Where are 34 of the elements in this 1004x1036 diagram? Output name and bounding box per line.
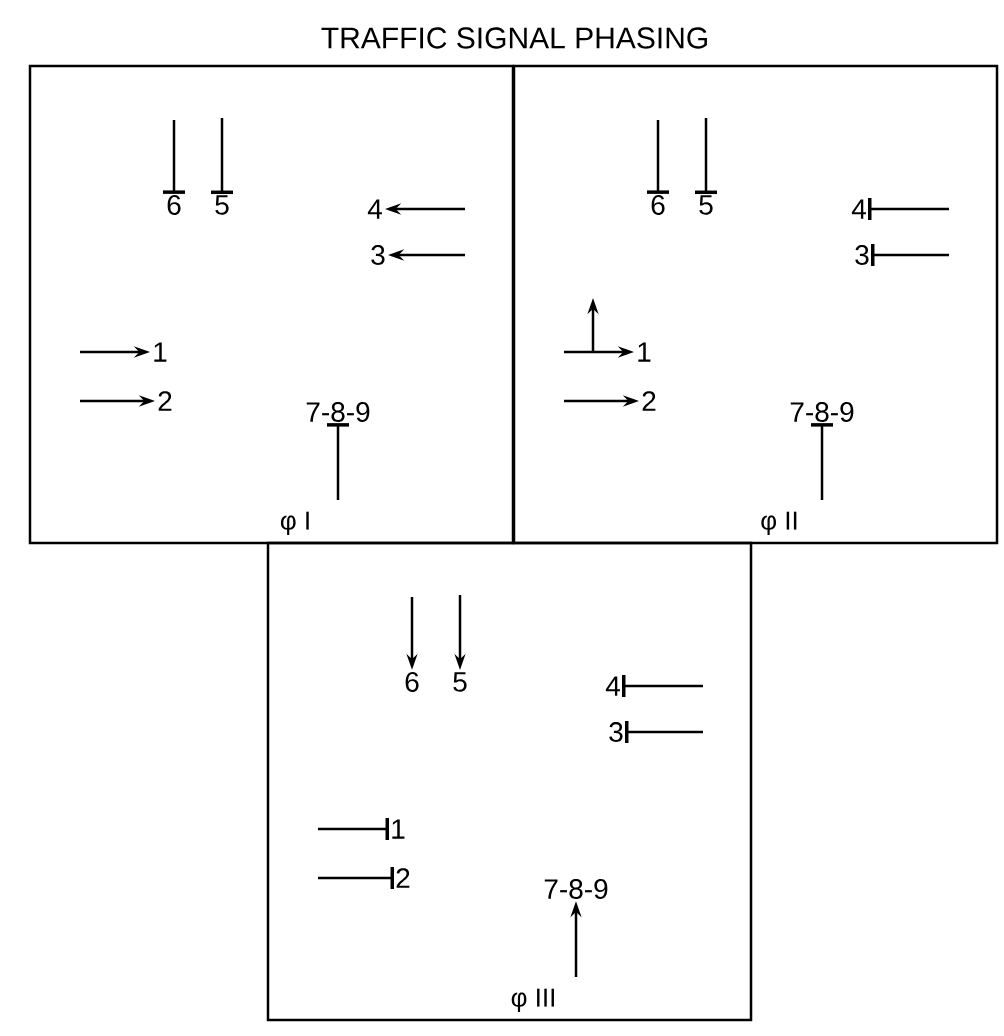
stop-bar-line — [327, 423, 349, 500]
movement-number: 6 — [167, 195, 181, 215]
stop-bar-line — [647, 120, 669, 194]
movement-number: 3 — [371, 245, 385, 265]
movement-number: 4 — [851, 199, 866, 219]
movement-number: 7-8-9 — [544, 879, 608, 899]
movement-number: 5 — [699, 195, 713, 215]
stop-bar-line — [625, 721, 703, 743]
movement-number: 2 — [642, 391, 656, 411]
stop-bar-line — [318, 818, 390, 840]
movement-number: 2 — [158, 391, 172, 411]
movement-number: 6 — [651, 195, 665, 215]
movement-number: 2 — [396, 868, 410, 888]
movement-number: 3 — [855, 245, 869, 265]
movement-number: 7-8-9 — [306, 402, 370, 422]
stop-bar-line — [163, 120, 185, 194]
title: TRAFFIC SIGNAL PHASING — [321, 27, 707, 49]
stop-bar-line — [211, 118, 233, 195]
movement-number: 5 — [453, 672, 467, 692]
movement-number: 1 — [638, 342, 651, 362]
stop-bar-line — [695, 118, 717, 195]
movement-number: 1 — [154, 342, 167, 362]
stop-bar-line — [622, 675, 703, 697]
movement-number: 4 — [605, 676, 620, 696]
stop-bar-line — [318, 867, 394, 889]
movement-number: 3 — [609, 722, 623, 742]
movement-number: 1 — [392, 819, 405, 839]
movement-number: 6 — [405, 672, 419, 692]
stop-bar-line — [868, 198, 949, 220]
movement-number: 4 — [367, 199, 382, 219]
movement-number: 5 — [215, 195, 229, 215]
stop-bar-line — [811, 423, 833, 500]
movement-number: 7-8-9 — [790, 402, 854, 422]
stop-bar-line — [871, 244, 949, 266]
